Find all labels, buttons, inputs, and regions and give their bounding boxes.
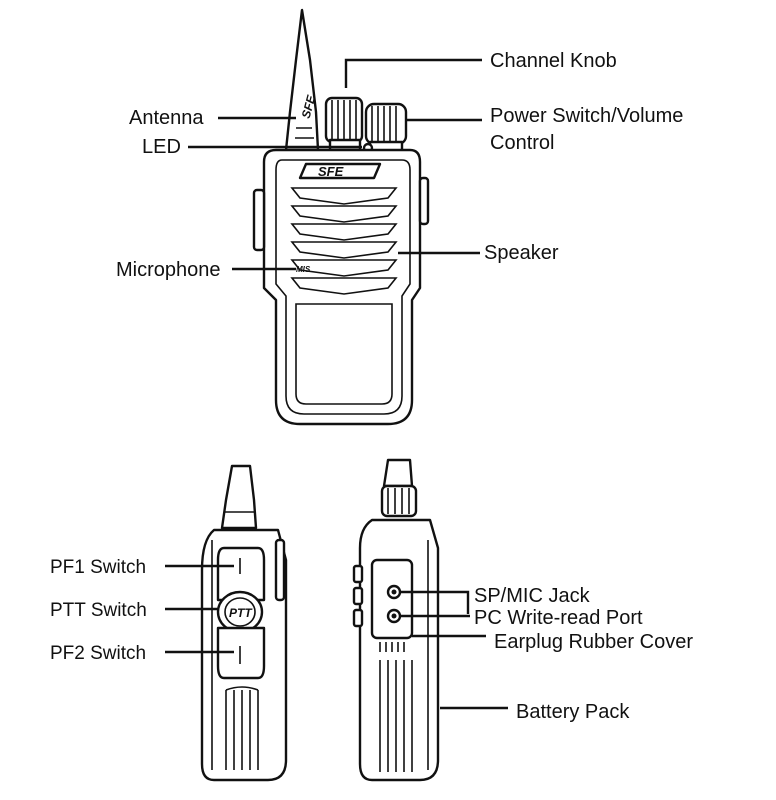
label-sp-mic-jack: SP/MIC Jack [474,585,591,607]
label-pf2-switch: PF2 Switch [50,643,146,664]
label-pc-port: PC Write-read Port [474,607,643,629]
earplug-cover-drawing [370,558,414,640]
channel-knob-drawing [324,96,364,152]
front-body-drawing [262,148,422,426]
label-power-switch-line1: Power Switch/Volume [490,105,683,127]
label-power-switch-line2: Control [490,132,554,154]
label-ptt-switch: PTT Switch [50,600,147,621]
mic-mark: MIS [296,265,311,274]
front-view-radio: SFE SFE [252,8,430,426]
label-microphone: Microphone [116,259,221,281]
label-antenna: Antenna [129,107,204,129]
svg-text:SFE: SFE [299,93,319,120]
brand-logo: SFE [318,164,344,179]
label-battery-pack: Battery Pack [516,701,630,723]
leader-lines [165,58,508,710]
label-speaker: Speaker [484,242,559,264]
right-grip-ribs [379,660,413,772]
right-side-view-radio [352,458,440,782]
label-earplug-cover: Earplug Rubber Cover [494,631,693,653]
label-led: LED [142,136,181,158]
antenna-drawing [284,8,320,152]
left-grip-ribs [225,686,259,770]
ptt-button-text: PTT [229,606,253,620]
label-channel-knob: Channel Knob [490,50,617,72]
left-side-view-radio: PTT [200,464,288,782]
label-pf1-switch: PF1 Switch [50,557,146,578]
callout-labels: Channel Knob Antenna Power Switch/Volume… [50,50,693,723]
speaker-grille [290,187,398,295]
